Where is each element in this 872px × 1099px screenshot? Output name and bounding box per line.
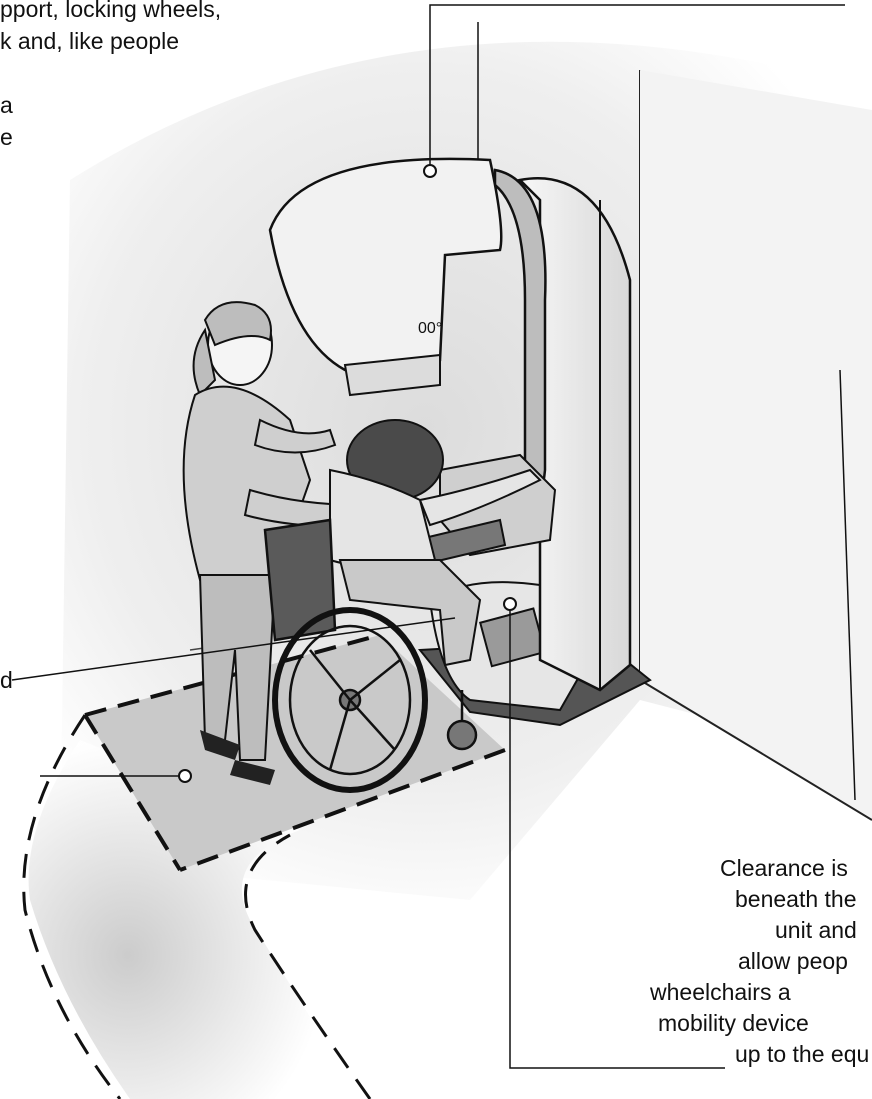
callout-line: allow peop <box>738 948 848 974</box>
callout-line: k and, like people <box>0 28 179 54</box>
callout-dot-icon <box>179 770 191 782</box>
unit-symbol: 00° <box>418 320 442 337</box>
callout-line: e <box>0 124 13 150</box>
callout-dot-icon <box>424 165 436 177</box>
callout-line: a <box>0 92 13 118</box>
callout-line: beneath the <box>735 886 857 912</box>
callout-dot-icon <box>504 598 516 610</box>
callout-line: Clearance is <box>720 855 848 881</box>
callout-line: pport, locking wheels, <box>0 0 221 22</box>
callout-line: up to the equ <box>735 1041 869 1067</box>
callout-line: mobility device <box>658 1010 809 1036</box>
callout-line: wheelchairs a <box>649 979 791 1005</box>
callout-bottom-right: Clearance is beneath the unit and allow … <box>649 855 869 1067</box>
callout-line: unit and <box>775 917 857 943</box>
callout-left-fragment: d <box>0 667 13 693</box>
